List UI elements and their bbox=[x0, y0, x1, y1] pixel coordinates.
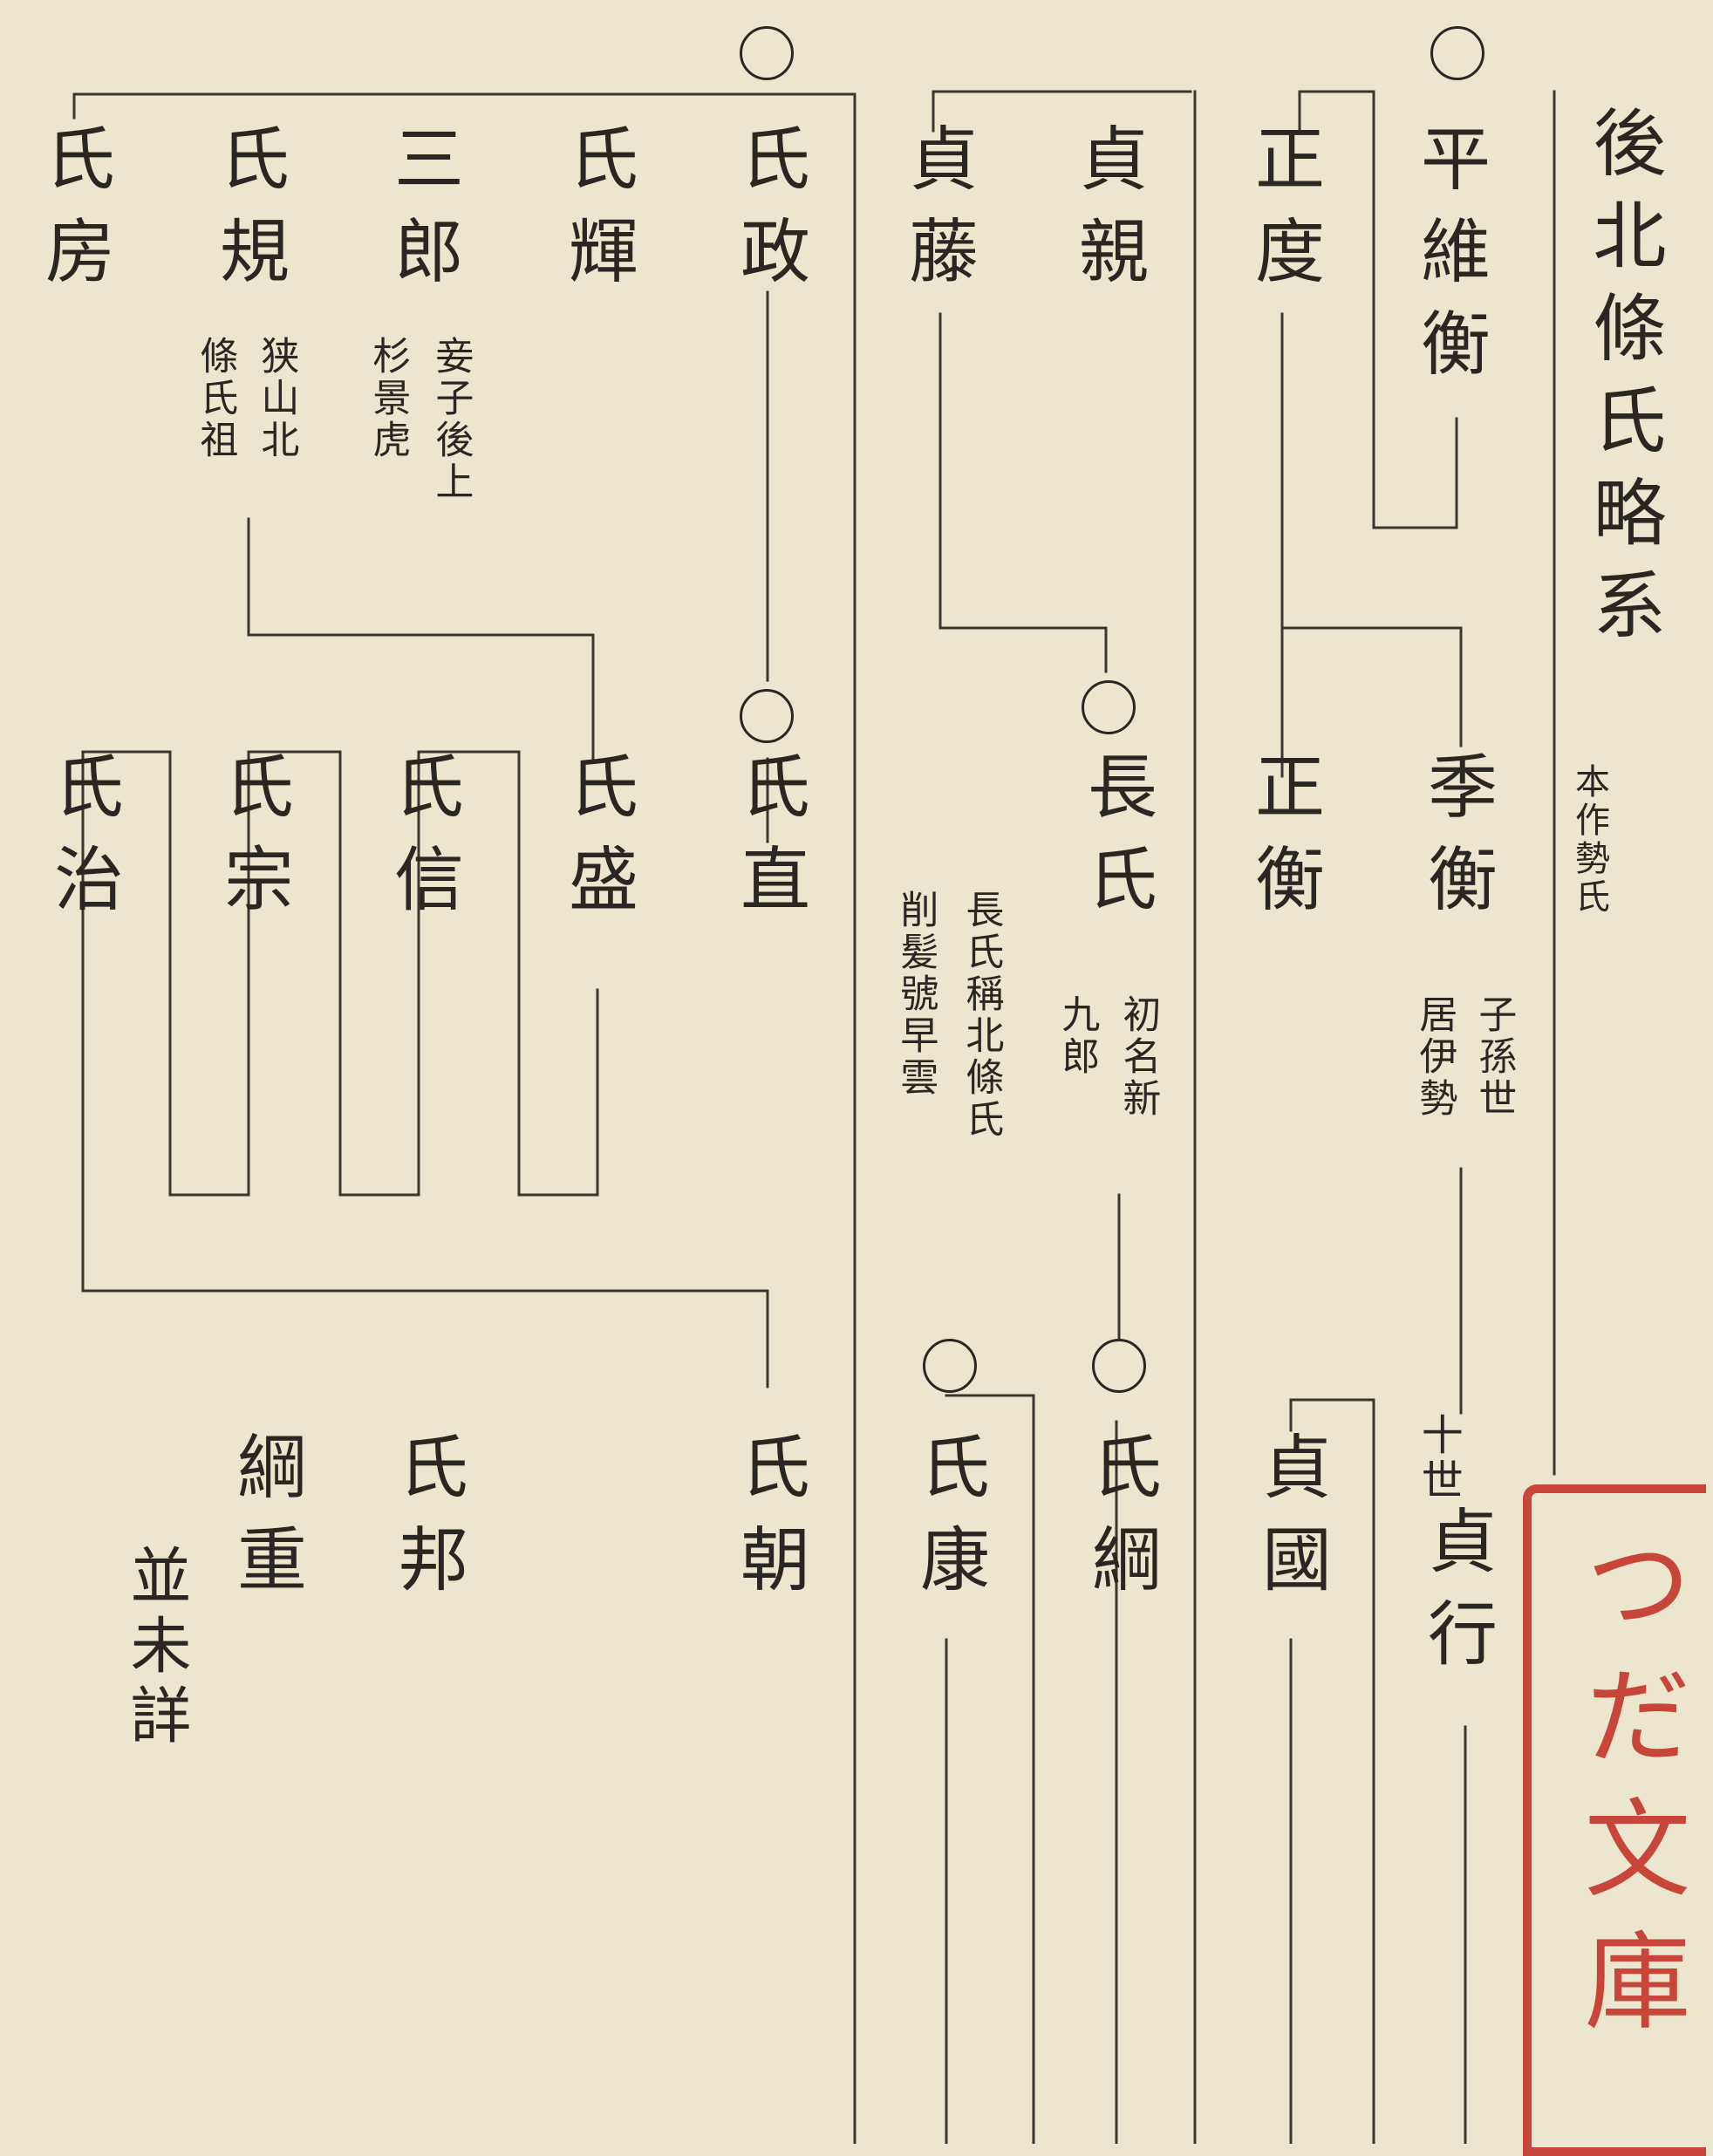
note-ujinori-1: 狭山北 bbox=[254, 336, 299, 461]
note-saburo-2: 杉景虎 bbox=[365, 336, 411, 461]
note-sadayuki: 十世 bbox=[1413, 1413, 1463, 1504]
person-ujinao: 氏直 bbox=[729, 750, 810, 935]
person-ujiharu: 氏治 bbox=[43, 750, 124, 935]
person-sadayuki: 貞行 bbox=[1416, 1504, 1498, 1689]
lineage-circle bbox=[740, 689, 794, 743]
note-suehira-2: 居伊勢 bbox=[1412, 994, 1457, 1120]
person-sadachika: 貞親 bbox=[1068, 122, 1149, 307]
note-nagauji-3: 長氏稱北條氏 bbox=[959, 890, 1004, 1141]
person-sadafuji: 貞藤 bbox=[897, 122, 979, 307]
lineage-circle bbox=[740, 26, 794, 80]
person-ujitomo: 氏朝 bbox=[729, 1430, 810, 1615]
person-saburo: 三郎 bbox=[383, 122, 464, 307]
person-nagauji: 長氏 bbox=[1076, 750, 1157, 935]
person-masanori: 正度 bbox=[1244, 122, 1325, 307]
note-ujinori-2: 條氏祖 bbox=[193, 336, 238, 461]
person-ujinobu: 氏信 bbox=[383, 750, 464, 935]
person-sadakuni: 貞國 bbox=[1251, 1430, 1332, 1615]
person-ujikuni: 氏邦 bbox=[387, 1430, 468, 1615]
person-ujifusa: 氏房 bbox=[34, 122, 115, 307]
lineage-circle bbox=[1082, 680, 1136, 734]
library-seal: つだ文庫 bbox=[1523, 1484, 1706, 2156]
seal-text: つだ文庫 bbox=[1566, 1528, 1690, 2058]
lineage-circle bbox=[1430, 26, 1484, 80]
person-ujitsuna: 氏綱 bbox=[1081, 1430, 1162, 1615]
note-nagauji-2: 九郎 bbox=[1054, 994, 1100, 1078]
note-saburo-1: 妾子後上 bbox=[428, 336, 474, 503]
person-suehira: 季衡 bbox=[1416, 750, 1498, 935]
person-tsunashige: 綱重 bbox=[226, 1430, 307, 1615]
person-masahira: 正衡 bbox=[1244, 750, 1325, 935]
person-ujiteru: 氏輝 bbox=[557, 122, 638, 307]
document-subtitle: 本作勢氏 bbox=[1569, 763, 1609, 917]
document-title: 後北條氏略系 bbox=[1581, 105, 1667, 659]
person-ujiyasu: 氏康 bbox=[909, 1430, 990, 1615]
person-ujimori: 氏盛 bbox=[557, 750, 638, 935]
lineage-circle bbox=[923, 1339, 977, 1393]
person-ujimasa: 氏政 bbox=[729, 122, 810, 307]
note-tsunashige: 並未詳 bbox=[120, 1544, 192, 1753]
person-ujinori: 氏規 bbox=[208, 122, 290, 307]
person-ujimune: 氏宗 bbox=[213, 750, 294, 935]
note-suehira-1: 子孫世 bbox=[1471, 994, 1517, 1120]
note-nagauji-4: 削髪號早雲 bbox=[893, 890, 938, 1099]
note-nagauji-1: 初名新 bbox=[1116, 994, 1161, 1120]
person-taira-koremori: 平維衡 bbox=[1409, 122, 1491, 399]
lineage-circle bbox=[1092, 1339, 1146, 1393]
